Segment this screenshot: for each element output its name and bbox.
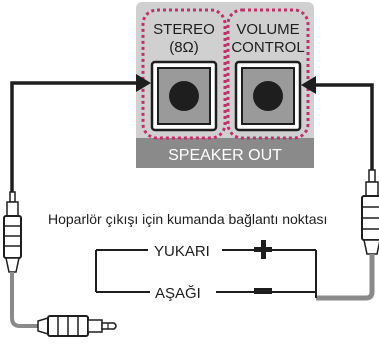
left-cable-arrowhead [136,74,151,92]
stereo-jack-group: STEREO (8Ω) [141,8,227,140]
right-plug-sleeve [365,181,379,197]
stereo-label: STEREO [153,21,215,38]
left-gray-cable [10,272,38,328]
right-cable-arrowhead [301,76,316,94]
left-plug-strain-relief [5,257,20,273]
down-label: AŞAĞI [155,285,201,302]
minus-icon [254,288,272,294]
control-label: CONTROL [231,39,304,56]
remote-caption: Hoparlör çıkışı için kumanda bağlantı no… [48,211,327,227]
plus-icon-vertical [261,240,266,259]
bottom-plug-sleeve [87,319,103,333]
left-plug-tip [9,191,16,203]
left-cable-wire [10,81,142,192]
up-label: YUKARI [154,243,210,260]
volume-control-highlight-border [226,8,310,140]
bottom-plug-tip [101,322,117,330]
stereo-jack-hole [169,81,199,111]
speaker-out-label: SPEAKER OUT [168,147,282,164]
right-plug-strain-relief [363,239,379,255]
left-plug-body [3,215,22,259]
right-cable-wire [310,83,374,170]
right-control-cable [301,76,379,301]
speaker-panel-footer [136,138,314,168]
volume-control-jack-hole [253,81,283,111]
volume-label: VOLUME [236,21,299,38]
bottom-plug-strain-relief [37,316,49,336]
left-speaker-cable [3,74,151,337]
right-plug-tip [368,169,376,183]
right-gray-cable [316,254,375,301]
stereo-ohm-label: (8Ω) [169,39,199,56]
volume-control-jack-group: VOLUME CONTROL [226,8,310,140]
stereo-highlight-border [141,8,227,140]
remote-wiring-schematic: Hoparlör çıkışı için kumanda bağlantı no… [48,211,327,302]
left-plug-sleeve [6,201,19,217]
